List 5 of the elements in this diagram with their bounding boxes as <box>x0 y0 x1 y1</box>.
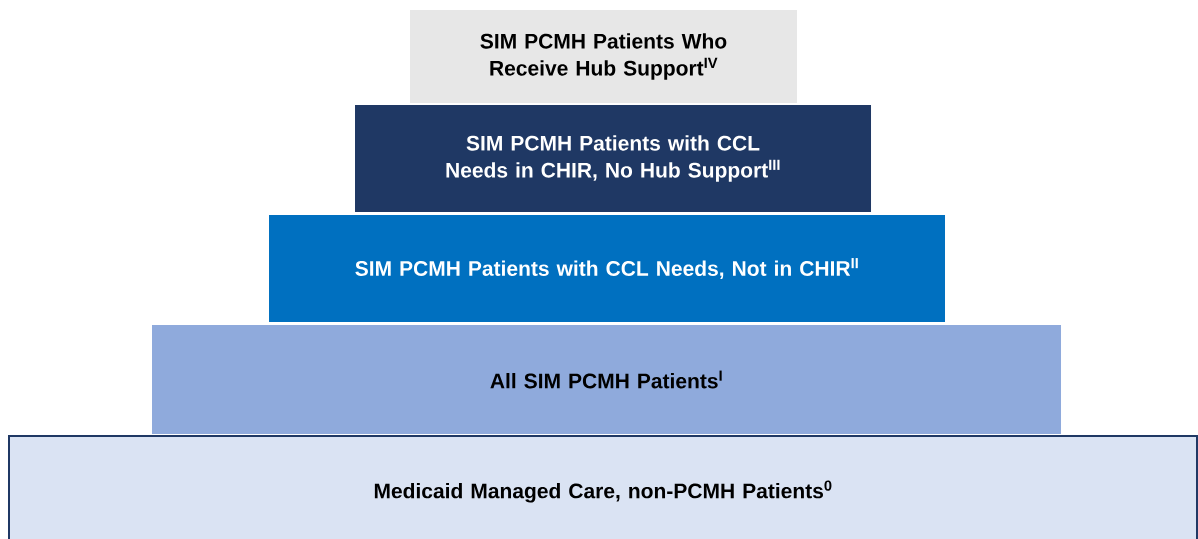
pyramid-tier: SIM PCMH Patients with CCL Needs in CHIR, No Hub Support$^{III}$ <box>355 105 871 212</box>
pyramid-tier: SIM PCMH Patients Who Receive Hub Support$^{IV}$ <box>410 10 797 103</box>
pyramid-tier: SIM PCMH Patients with CCL Needs, Not in CHIR$^{II}$ <box>269 215 945 322</box>
pyramid-tier: Medicaid Managed Care, non-PCMH Patients$^{0}$ <box>8 435 1198 539</box>
pyramid-tier: All SIM PCMH Patients$^{I}$ <box>152 325 1061 434</box>
